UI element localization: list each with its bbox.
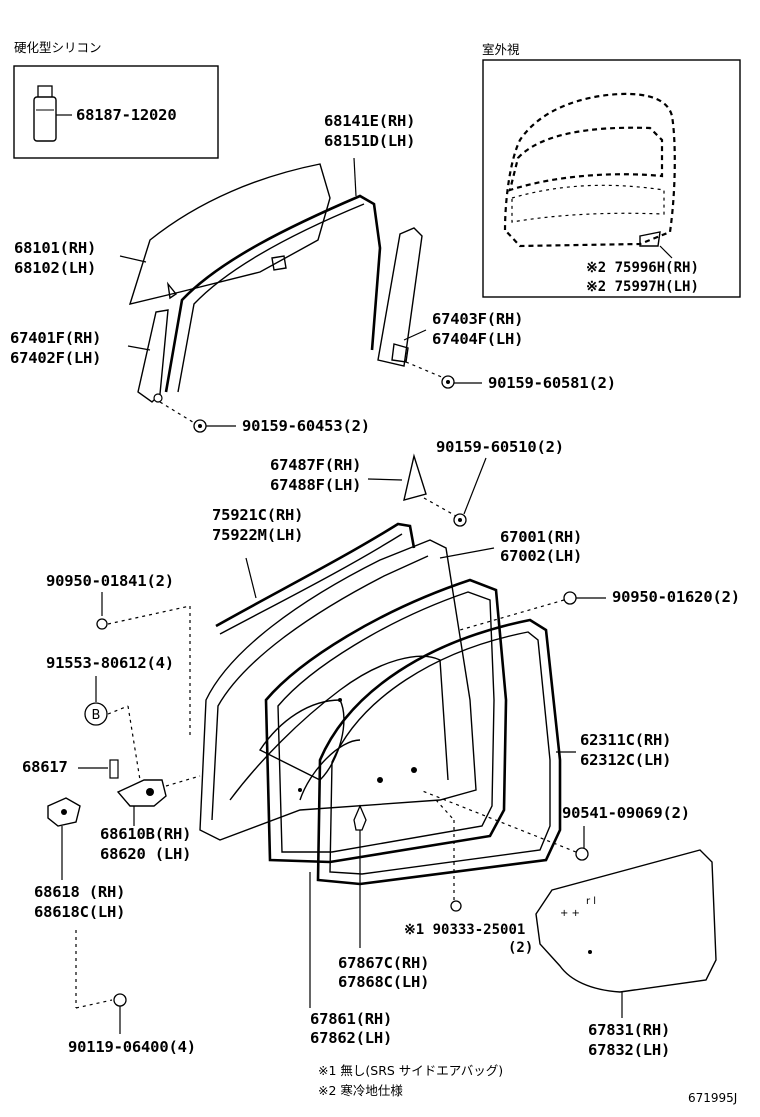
seal-lh-label: 62312C(LH) [580,751,671,769]
bolt-b-label: 91553-80612(4) [46,654,174,672]
exterior-view-box [482,59,741,298]
stopper-label: 68617 [22,758,68,776]
glass-seal-loop [316,618,562,886]
b-marker-icon: B [84,702,108,726]
note-1: ※1 無し(SRS サイドエアバッグ) [318,1063,503,1078]
glass-lh-label: 68102(LH) [14,259,96,277]
rear-frame [377,227,423,367]
service-hole-cover: + + r l [535,849,717,993]
screw-front-label: 90159-60453(2) [242,417,370,435]
hinge-rh-label: 68610B(RH) [100,825,191,843]
door-glass [128,163,331,305]
diagram-id: 671995J [688,1091,737,1105]
plug-b-icon [563,591,577,605]
mirror-lh-label: ※2 75997H(LH) [586,279,699,295]
screw-front-icon [193,419,207,433]
glass-run-channel [164,194,382,393]
panel-rh-label: 67001(RH) [500,528,582,546]
corner-rh-label: 67487F(RH) [270,456,361,474]
seal-rh-label: 62311C(RH) [580,731,671,749]
lower-hinge [47,797,81,827]
b-marker-text: B [92,708,101,723]
hinge-bolt-icon [113,993,127,1007]
cover-rh-label: 67831(RH) [588,1021,670,1039]
corner-piece [403,453,427,501]
stopper-icon [109,759,119,779]
weather-lh-label: 75922M(LH) [212,526,303,544]
glass-rh-label: 68101(RH) [14,239,96,257]
corner-lh-label: 67488F(LH) [270,476,361,494]
weatherstrip-lh-label: 67862(LH) [310,1029,392,1047]
silicone-part-number: 68187-12020 [76,106,176,124]
screw-rear-label: 90159-60581(2) [488,374,616,392]
weatherstrip-rh-label: 67861(RH) [310,1010,392,1028]
frame-rear-lh-label: 67404F(LH) [432,330,523,348]
door-panel [199,539,477,841]
silicone-box [13,65,219,159]
silicone-bottle-icon [33,85,57,142]
front-frame [137,309,169,403]
svg-text:+ +: + + [560,908,580,919]
svg-text:r l: r l [586,896,596,907]
plug-b-label: 90950-01620(2) [612,588,740,606]
note-2: ※2 寒冷地仕様 [318,1083,403,1098]
lower-hinge-rh-label: 68618 (RH) [34,883,125,901]
door-seal-loop [264,578,508,864]
hinge-lh-label: 68620 (LH) [100,845,191,863]
srs-screw-label: ※1 90333-25001 [404,922,525,938]
exterior-view-title: 室外視 [482,42,520,57]
run-lh-label: 68151D(LH) [324,132,415,150]
panel-lh-label: 67002(LH) [500,547,582,565]
screw-corner-label: 90159-60510(2) [436,438,564,456]
plug-a-label: 90950-01841(2) [46,572,174,590]
silicone-title: 硬化型シリコン [14,40,102,55]
run-rh-label: 68141E(RH) [324,112,415,130]
mirror-rh-label: ※2 75996H(RH) [586,260,699,276]
frame-front-rh-label: 67401F(RH) [10,329,101,347]
frame-rear-rh-label: 67403F(RH) [432,310,523,328]
clip-label: 90541-09069(2) [562,804,690,822]
upper-hinge [116,775,201,807]
srs-screw-icon [450,900,462,912]
outer-weatherstrip [215,522,416,635]
lower-hinge-lh-label: 68618C(LH) [34,903,125,921]
seal-inner-lh-label: 67868C(LH) [338,973,429,991]
clip-icon [575,847,589,861]
inner-seal-clip-icon [353,804,367,831]
screw-corner-icon [453,513,467,527]
cover-lh-label: 67832(LH) [588,1041,670,1059]
weather-rh-label: 75921C(RH) [212,506,303,524]
hinge-bolt-label: 90119-06400(4) [68,1038,196,1056]
seal-inner-rh-label: 67867C(RH) [338,954,429,972]
screw-rear-icon [441,375,455,389]
srs-screw-qty: (2) [508,940,533,956]
plug-a-icon [96,618,108,630]
frame-front-lh-label: 67402F(LH) [10,349,101,367]
